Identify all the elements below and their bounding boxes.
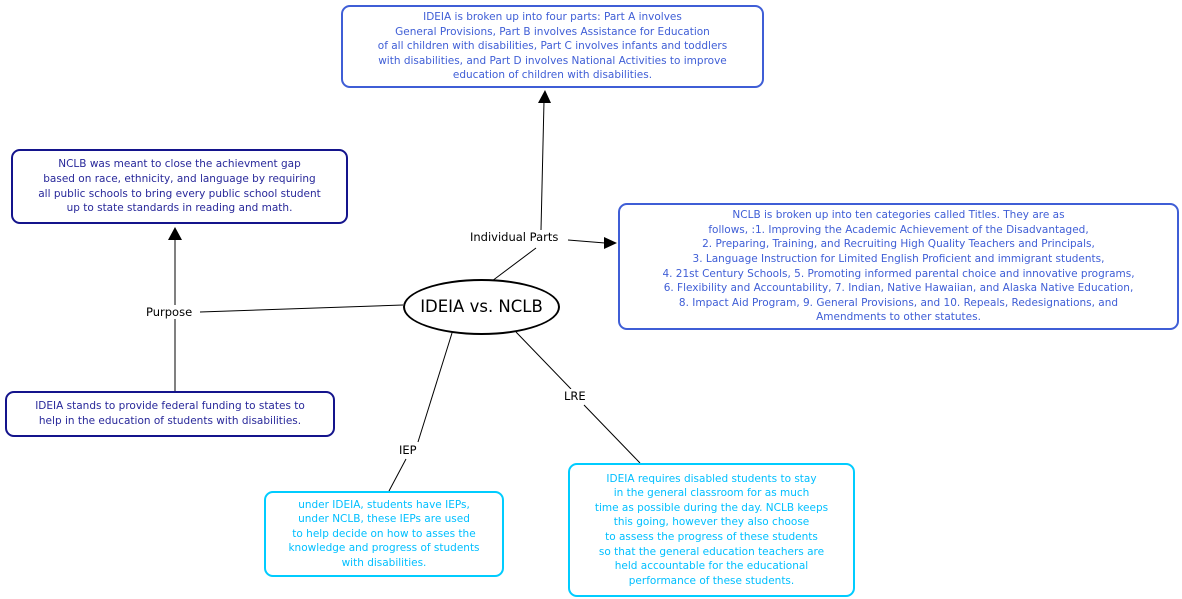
arrowhead-to-ideia-parts — [538, 90, 551, 103]
connector-lre-label-to-node — [583, 404, 641, 464]
edge-label-lre: LRE — [561, 389, 589, 403]
connector-center-to-purpose — [199, 304, 404, 313]
arrowhead-to-nclb-purpose — [168, 227, 182, 240]
node-ideia-purpose[interactable]: IDEIA stands to provide federal funding … — [5, 391, 335, 437]
edge-label-purpose: Purpose — [143, 305, 196, 319]
edge-label-individual-parts: Individual Parts — [467, 230, 562, 244]
connector-individual-parts-to-ideia-parts — [540, 100, 545, 231]
connector-center-to-individual-parts — [491, 247, 537, 282]
connector-individual-parts-to-nclb-titles — [567, 239, 606, 244]
connector-center-to-lre-label — [515, 331, 572, 390]
connector-iep-label-to-node — [388, 458, 407, 492]
node-iep[interactable]: under IDEIA, students have IEPs, under N… — [264, 491, 504, 577]
arrowhead-to-nclb-titles — [604, 237, 617, 249]
node-nclb-purpose[interactable]: NCLB was meant to close the achievment g… — [11, 149, 348, 224]
node-ideia-parts[interactable]: IDEIA is broken up into four parts: Part… — [341, 5, 764, 88]
central-node-ideia-vs-nclb[interactable]: IDEIA vs. NCLB — [403, 279, 560, 335]
edge-label-iep: IEP — [396, 443, 420, 457]
node-lre[interactable]: IDEIA requires disabled students to stay… — [568, 463, 855, 597]
connector-center-to-iep-label — [417, 332, 453, 443]
node-nclb-titles[interactable]: NCLB is broken up into ten categories ca… — [618, 203, 1179, 330]
